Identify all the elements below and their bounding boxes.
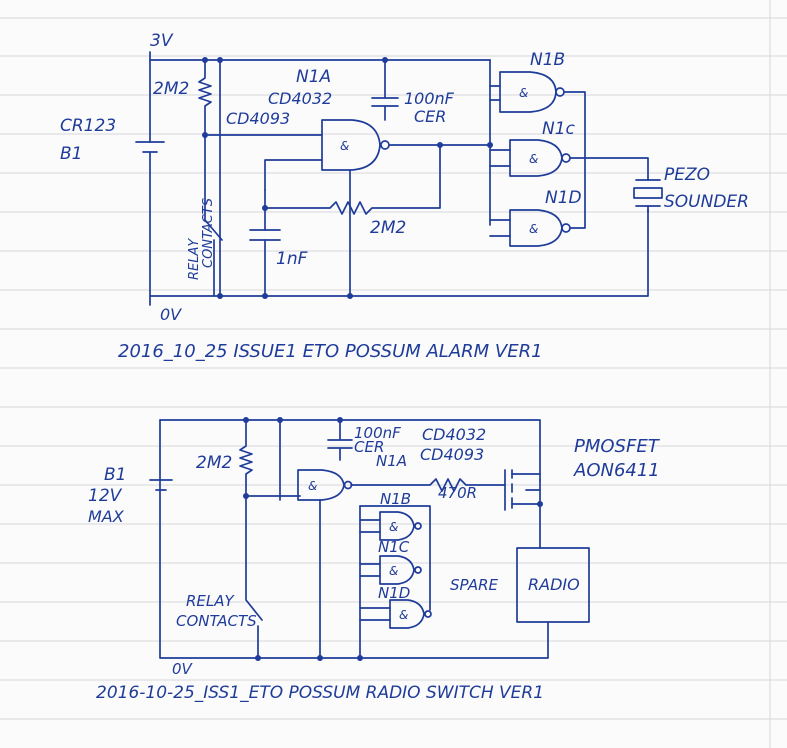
mosfet-label-1: PMOSFET bbox=[574, 436, 661, 457]
top-circuit-wiring bbox=[135, 51, 663, 306]
resistor-2-label: 2M2 bbox=[370, 218, 406, 238]
bottom-gate-c-label: N1C bbox=[378, 538, 410, 556]
gate-symbol-bottom-n1c: & bbox=[389, 564, 398, 578]
top-circuit-labels: 3V CR123 B1 2M2 N1A CD4032 CD4093 100nF … bbox=[60, 31, 749, 362]
gate-c-label: N1c bbox=[542, 119, 576, 139]
gate-b-label: N1B bbox=[530, 50, 565, 70]
gate-symbol-bottom-n1d: & bbox=[399, 608, 408, 622]
bottom-circuit-wiring bbox=[149, 419, 590, 659]
chip-1-label: CD4032 bbox=[268, 89, 332, 108]
top-circuit-junctions bbox=[202, 57, 493, 299]
bottom-battery-voltage: 12V bbox=[88, 486, 123, 506]
gate-symbol-n1c: & bbox=[529, 152, 538, 166]
gate-symbol-bottom-n1a: & bbox=[308, 479, 317, 493]
bottom-cap-1-type: CER bbox=[354, 438, 384, 456]
gate-symbol-n1d: & bbox=[529, 222, 538, 236]
cap-1-type-label: CER bbox=[414, 107, 446, 126]
battery-ref-label: B1 bbox=[60, 144, 82, 164]
spare-label: SPARE bbox=[450, 576, 499, 594]
supply-label: 3V bbox=[150, 31, 174, 51]
cap-2-label: 1nF bbox=[276, 249, 308, 269]
gate-symbol-n1b: & bbox=[519, 86, 528, 100]
cap-1-label: 100nF bbox=[404, 89, 455, 108]
bottom-gate-d-label: N1D bbox=[378, 584, 410, 602]
battery-type-label: CR123 bbox=[60, 116, 116, 136]
bottom-battery-max: MAX bbox=[88, 507, 125, 526]
bottom-circuit-junctions bbox=[243, 417, 543, 661]
bottom-chip-2: CD4093 bbox=[420, 445, 484, 464]
bottom-cap-1-label: 100nF bbox=[354, 424, 401, 442]
bottom-chip-1: CD4032 bbox=[422, 425, 486, 444]
gate-symbols: & & & & & & & & bbox=[308, 86, 538, 622]
chip-2-label: CD4093 bbox=[226, 109, 290, 128]
bottom-ground-label: 0V bbox=[172, 660, 194, 678]
gate-symbol-n1a: & bbox=[340, 139, 349, 153]
bottom-relay-label-2: CONTACTS bbox=[176, 612, 257, 630]
top-title: 2016_10_25 ISSUE1 ETO POSSUM ALARM VER1 bbox=[118, 341, 543, 362]
bottom-circuit-labels: B1 12V MAX 2M2 100nF CER CD4032 CD4093 N… bbox=[88, 424, 661, 703]
piezo-label-2: SOUNDER bbox=[664, 192, 749, 212]
bottom-gate-a-label: N1A bbox=[376, 452, 407, 470]
relay-label-1: RELAY bbox=[187, 238, 202, 280]
radio-label: RADIO bbox=[528, 575, 580, 594]
mosfet-label-2: AON6411 bbox=[573, 460, 660, 481]
bottom-resistor-1-label: 2M2 bbox=[196, 453, 232, 473]
piezo-label-1: PEZO bbox=[664, 165, 710, 185]
bottom-gate-b-label: N1B bbox=[380, 490, 411, 508]
gate-a-label: N1A bbox=[296, 67, 331, 87]
gate-symbol-bottom-n1b: & bbox=[389, 520, 398, 534]
relay-label-2: CONTACTS bbox=[201, 198, 216, 268]
resistor-1-label: 2M2 bbox=[153, 79, 189, 99]
bottom-title: 2016-10-25_ISS1_ETO POSSUM RADIO SWITCH … bbox=[96, 683, 544, 703]
gate-d-label: N1D bbox=[545, 188, 582, 208]
ground-label: 0V bbox=[160, 305, 182, 324]
bottom-relay-label-1: RELAY bbox=[186, 592, 236, 610]
bottom-resistor-2-label: 470R bbox=[438, 484, 477, 502]
bottom-battery-ref: B1 bbox=[104, 465, 126, 485]
